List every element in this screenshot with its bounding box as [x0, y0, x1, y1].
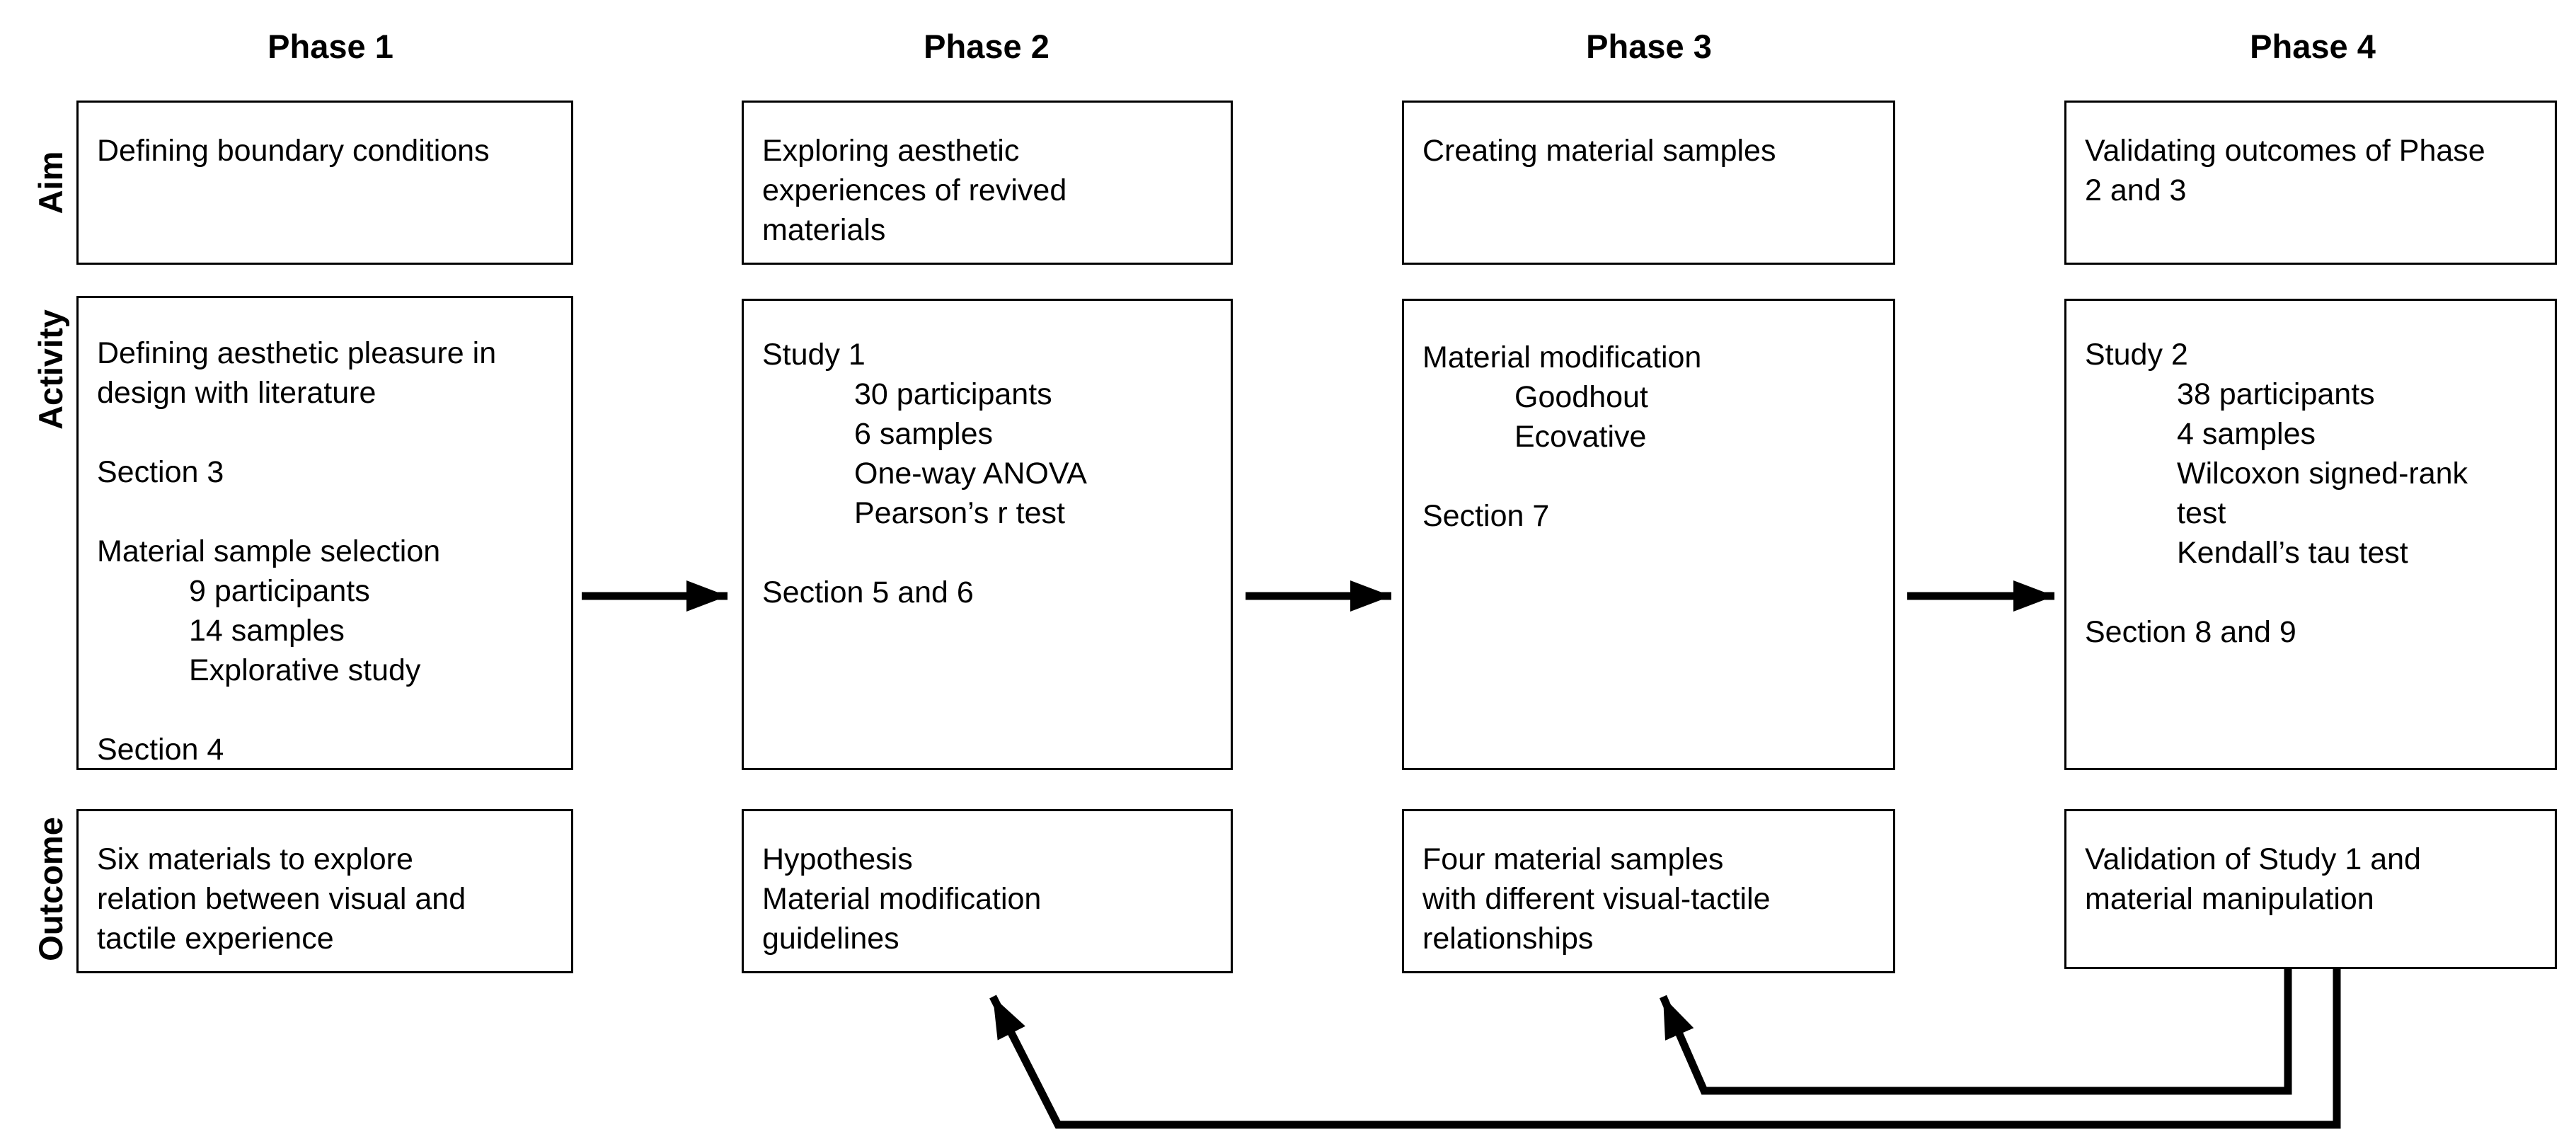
box-text-line: Pearson’s r test [854, 496, 1065, 530]
box-text-line: with different visual-tactile [1422, 882, 1771, 916]
outcome-box-phase-4: Validation of Study 1 and material manip… [2064, 809, 2557, 969]
box-text-line: design with literature [97, 376, 376, 410]
phase-1-title: Phase 1 [268, 28, 393, 65]
box-text-line: 14 samples [189, 614, 345, 648]
box-text-line: Study 2 [2085, 338, 2188, 372]
box-text-line: Six materials to explore [97, 842, 413, 876]
box-text-line: Defining aesthetic pleasure in [97, 336, 497, 370]
box-text-line: Validation of Study 1 and [2085, 842, 2421, 876]
box-text-line: guidelines [762, 922, 899, 956]
box-text-line: Four material samples [1422, 842, 1724, 876]
phase-2-title: Phase 2 [924, 28, 1050, 65]
box-text-line: Explorative study [189, 653, 421, 687]
activity-box-phase-4: Study 2 38 participants 4 samples Wilcox… [2064, 299, 2557, 770]
box-text-line: Wilcoxon signed-rank [2177, 457, 2468, 491]
box-text-line: Material modification [762, 882, 1042, 916]
activity-box-phase-1: Defining aesthetic pleasure in design wi… [76, 296, 573, 770]
box-text-line: material manipulation [2085, 882, 2374, 916]
aim-box-phase-2: Exploring aesthetic experiences of reviv… [742, 101, 1233, 265]
box-text-line: One-way ANOVA [854, 457, 1087, 491]
box-text-line: 9 participants [189, 574, 370, 608]
box-text-line: Goodhout [1514, 380, 1648, 414]
phase-4-title: Phase 4 [2250, 28, 2376, 65]
feedback-arrow-to-phase-2 [989, 969, 2341, 1129]
box-text-line: Section 4 [97, 733, 224, 767]
box-text-line: 30 participants [854, 377, 1052, 411]
box-text-line: Study 1 [762, 338, 866, 372]
box-text-line: test [2177, 496, 2226, 530]
box-text-line: Defining boundary conditions [97, 134, 490, 168]
box-text-line: Hypothesis [762, 842, 913, 876]
box-text-line: Section 3 [97, 455, 224, 489]
box-text-line: 38 participants [2177, 377, 2375, 411]
box-text-line: 6 samples [854, 417, 993, 451]
outcome-box-phase-1: Six materials to explore relation betwee… [76, 809, 573, 973]
activity-box-phase-2: Study 1 30 participants 6 samples One-wa… [742, 299, 1233, 770]
box-text-line: relationships [1422, 922, 1594, 956]
phase-3-title: Phase 3 [1586, 28, 1712, 65]
box-text-line: Validating outcomes of Phase [2085, 134, 2485, 168]
box-text-line: tactile experience [97, 922, 334, 956]
activity-box-phase-3: Material modification Goodhout Ecovative… [1402, 299, 1895, 770]
feedback-arrow-to-phase-3 [1659, 969, 2292, 1095]
outcome-box-phase-2: Hypothesis Material modification guideli… [742, 809, 1233, 973]
aim-box-phase-1: Defining boundary conditions [76, 101, 573, 265]
box-text-line: Material sample selection [97, 534, 441, 568]
box-text-line: Section 5 and 6 [762, 575, 974, 609]
box-text-line: 4 samples [2177, 417, 2316, 451]
aim-box-phase-4: Validating outcomes of Phase 2 and 3 [2064, 101, 2557, 265]
box-text-line: relation between visual and [97, 882, 466, 916]
outcome-box-phase-3: Four material samples with different vis… [1402, 809, 1895, 973]
box-text-line: Material modification [1422, 340, 1702, 374]
box-text-line: 2 and 3 [2085, 173, 2187, 207]
box-text-line: Ecovative [1514, 420, 1647, 454]
box-text-line: Exploring aesthetic [762, 134, 1020, 168]
box-text-line: materials [762, 213, 886, 247]
box-text-line: Creating material samples [1422, 134, 1776, 168]
box-text-line: Section 8 and 9 [2085, 615, 2296, 649]
aim-box-phase-3: Creating material samples [1402, 101, 1895, 265]
box-text-line: Section 7 [1422, 499, 1550, 533]
box-text-line: Kendall’s tau test [2177, 536, 2408, 570]
box-text-line: experiences of revived [762, 173, 1067, 207]
